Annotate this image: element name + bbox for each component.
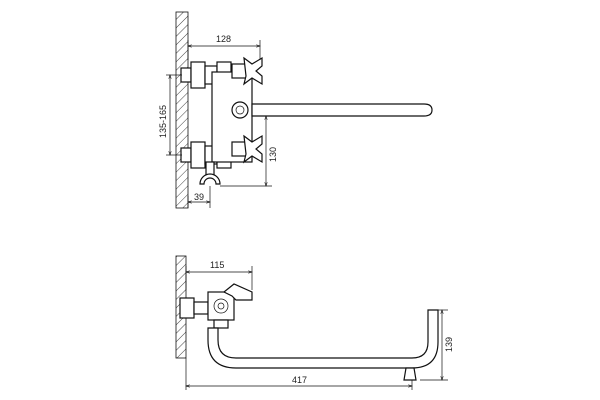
upper-handle [231,56,263,86]
dim-top-width: 128 [216,34,231,44]
top-view: 128 135-165 130 39 [158,11,433,209]
side-spout [207,309,439,369]
side-handle [222,283,253,301]
dim-side-height: 139 [444,337,454,352]
dim-top-inlet-spacing: 135-165 [158,105,168,138]
diverter-knob [231,101,249,119]
shower-holder [199,161,221,185]
dim-side-depth: 115 [210,260,224,270]
dim-side-length: 417 [292,375,307,385]
top-spout [251,103,433,117]
top-wall [175,11,189,209]
side-valve-body [207,291,235,321]
dim-top-shower-drop: 130 [268,147,278,162]
lower-handle [231,134,263,164]
dim-top-shower-offset: 39 [194,192,204,202]
side-view: 115 139 417 [175,255,454,390]
